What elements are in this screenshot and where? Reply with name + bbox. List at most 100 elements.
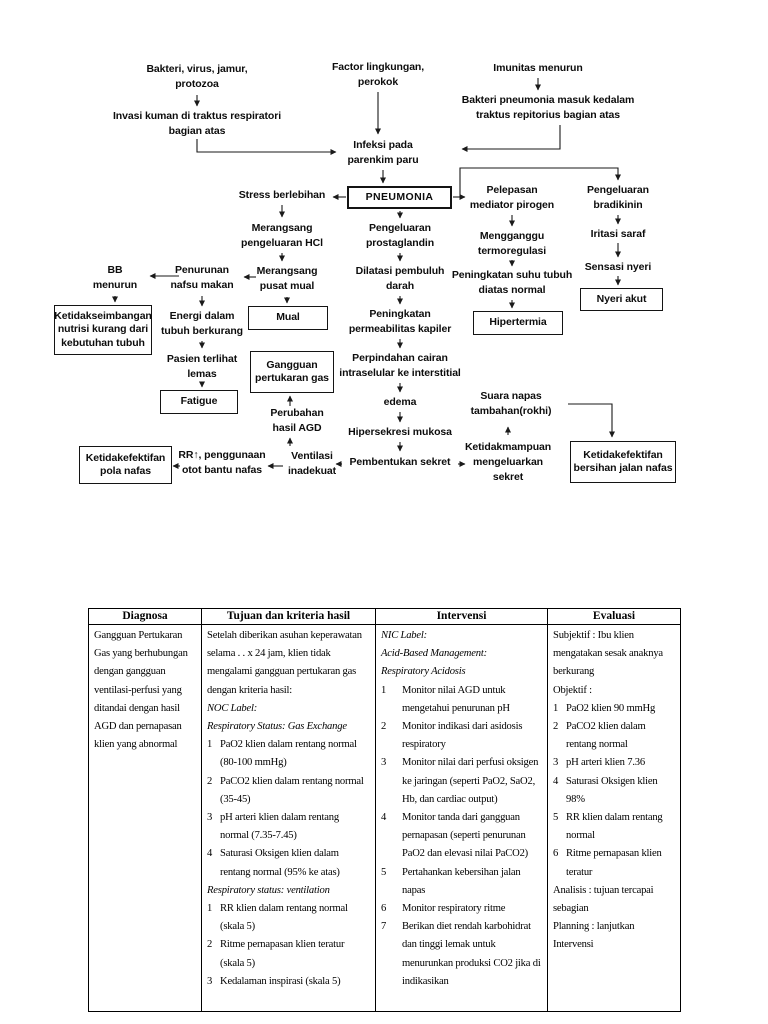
flow-node-extra-breath-sounds: Suara napas tambahan(rokhi) bbox=[470, 390, 552, 417]
flow-node-cannot-expel: Ketidakmampuan mengeluarkan sekret bbox=[464, 441, 552, 483]
table-cell-3: Subjektif : Ibu klien mengatakan sesak a… bbox=[548, 625, 680, 1011]
flow-node-mucosa: Hipersekresi mukosa bbox=[348, 426, 452, 438]
list-number: 1 bbox=[553, 702, 559, 714]
list-number: 2 bbox=[381, 721, 387, 733]
list-number: 4 bbox=[553, 775, 559, 787]
flow-node-acute-pain-dx: Nyeri akut bbox=[580, 288, 663, 311]
flow-node-breathing-pattern-dx: Ketidakefektifan pola nafas bbox=[79, 446, 172, 484]
flow-node-temp-rise: Peningkatan suhu tubuh diatas normal bbox=[451, 269, 573, 296]
flow-edge bbox=[568, 403, 615, 438]
flow-connectors bbox=[112, 78, 621, 469]
list-number: 5 bbox=[381, 866, 387, 878]
list-item: 3 Kedalaman inspirasi (skala 5) bbox=[207, 973, 370, 991]
flow-node-rr-accessory: RR↑, penggunaan otot bantu nafas bbox=[178, 449, 266, 476]
list-text: PaCO2 klien dalam rentang normal bbox=[566, 721, 646, 751]
table-header-row: Diagnosa Tujuan dan kriteria hasil Inter… bbox=[89, 609, 680, 625]
flow-node-gas-exchange-dx: Gangguan pertukaran gas bbox=[250, 351, 334, 393]
list-item: 1 PaO2 klien dalam rentang normal (80-100… bbox=[207, 736, 370, 772]
list-text: pH arteri klien 7.36 bbox=[566, 757, 645, 769]
paragraph: Subjektif : Ibu klien mengatakan sesak a… bbox=[553, 630, 663, 678]
list-item: 3 Monitor nilai dari perfusi oksigen ke j… bbox=[381, 754, 542, 809]
table-header-evaluasi: Evaluasi bbox=[592, 610, 636, 622]
list-text: RR klien dalam rentang normal (skala 5) bbox=[220, 903, 348, 933]
list-item: 1 Monitor nilai AGD untuk mengetahui penu… bbox=[381, 682, 542, 718]
flow-node-pneumonia: PNEUMONIA bbox=[347, 186, 452, 209]
flow-edge bbox=[196, 139, 337, 155]
label-italic: Respiratory status: ventilation bbox=[207, 884, 330, 896]
list-number: 6 bbox=[381, 903, 387, 915]
table-header-intervensi: Intervensi bbox=[376, 609, 548, 624]
paragraph: Objektif : bbox=[553, 684, 592, 696]
flow-node-bradykinin: Pengeluaran bradikinin bbox=[587, 184, 649, 211]
paragraph: Analisis : tujuan tercapai sebagian bbox=[553, 884, 654, 915]
list-text: Ritme pernapasan klien teratur (skala 5) bbox=[220, 939, 345, 969]
list-item: 2 PaCO2 klien dalam rentang normal (35-45… bbox=[207, 773, 370, 809]
list-item: 1 RR klien dalam rentang normal (skala 5) bbox=[207, 900, 370, 936]
list-text: pH arteri klien dalam rentang normal (7.… bbox=[220, 812, 339, 842]
flow-node-hcl: Merangsang pengeluaran HCl bbox=[241, 222, 323, 249]
flow-node-nerve-irritation: Iritasi saraf bbox=[590, 228, 646, 240]
table-body-row: Gangguan Pertukaran Gas yang berhubungan… bbox=[89, 625, 680, 1011]
list-number: 3 bbox=[207, 975, 213, 987]
flow-node-infection: Infeksi pada parenkim paru bbox=[347, 139, 419, 166]
list-number: 3 bbox=[207, 812, 213, 824]
list-number: 2 bbox=[207, 939, 213, 951]
list-number: 1 bbox=[207, 739, 213, 751]
list-item: 2 Ritme pernapasan klien teratur (skala 5… bbox=[207, 936, 370, 972]
list-text: Monitor tanda dari gangguan pernapasan (… bbox=[402, 812, 529, 860]
list-text: RR klien dalam rentang normal bbox=[566, 812, 663, 842]
flow-node-nausea-dx: Mual bbox=[248, 306, 328, 330]
table-cell-1: Setelah diberikan asuhan keperawatan sel… bbox=[202, 625, 376, 1011]
flow-node-nutrition-dx: Ketidakseimbangan nutrisi kurang dari ke… bbox=[54, 305, 152, 355]
flow-node-sputum: Pembentukan sekret bbox=[349, 456, 451, 468]
list-text: Monitor nilai AGD untuk mengetahui penur… bbox=[402, 684, 510, 714]
flow-node-pyrogen: Pelepasan mediator pirogen bbox=[469, 184, 555, 211]
table-cell-2: NIC Label:Acid-Based Management:Respirat… bbox=[376, 625, 548, 1011]
flow-node-fluid-shift: Perpindahan cairan intraselular ke inter… bbox=[339, 352, 461, 379]
table-header-diagnosa: Diagnosa bbox=[89, 609, 202, 624]
list-number: 1 bbox=[207, 903, 213, 915]
paragraph: Setelah diberikan asuhan keperawatan sel… bbox=[207, 630, 362, 696]
list-number: 2 bbox=[207, 775, 213, 787]
flow-node-immunity: Imunitas menurun bbox=[493, 62, 583, 74]
flow-edge bbox=[459, 167, 621, 197]
list-text: Berikan diet rendah karbohidrat dan ting… bbox=[402, 921, 541, 987]
list-number: 6 bbox=[553, 848, 559, 860]
list-text: Monitor nilai dari perfusi oksigen ke ja… bbox=[402, 757, 539, 805]
list-text: Saturasi Oksigen klien 98% bbox=[566, 775, 658, 805]
list-text: Kedalaman inspirasi (skala 5) bbox=[220, 975, 341, 987]
flow-node-pain-sensation: Sensasi nyeri bbox=[584, 261, 652, 273]
list-item: 4 Saturasi Oksigen klien 98% bbox=[553, 773, 675, 809]
list-text: PaO2 klien dalam rentang normal (80-100 … bbox=[220, 739, 357, 769]
flow-node-stress: Stress berlebihan bbox=[238, 189, 326, 201]
list-number: 1 bbox=[381, 684, 387, 696]
list-text: PaCO2 klien dalam rentang normal (35-45) bbox=[220, 775, 364, 805]
list-text: Monitor respiratory ritme bbox=[402, 903, 506, 915]
flow-node-prostaglandin: Pengeluaran prostaglandin bbox=[365, 222, 435, 249]
label-italic: NOC Label: bbox=[207, 702, 258, 714]
flow-node-airway-clearance-dx: Ketidakefektifan bersihan jalan nafas bbox=[570, 441, 676, 483]
flow-edge bbox=[461, 125, 561, 152]
flow-node-weak-patient: Pasien terlihat lemas bbox=[166, 353, 238, 380]
list-number: 3 bbox=[381, 757, 387, 769]
flow-node-inadequate-ventilation: Ventilasi inadekuat bbox=[287, 450, 337, 477]
flow-node-germs: Bakteri, virus, jamur, protozoa bbox=[146, 63, 248, 90]
list-item: 3 pH arteri klien dalam rentang normal (7… bbox=[207, 809, 370, 845]
label-italic: Respiratory Status: Gas Exchange bbox=[207, 721, 347, 733]
flow-node-hyperthermia-dx: Hipertermia bbox=[473, 311, 563, 335]
flow-node-edema: edema bbox=[383, 396, 417, 408]
paragraph: Gangguan Pertukaran Gas yang berhubungan… bbox=[94, 630, 188, 751]
flow-node-nausea-center: Merangsang pusat mual bbox=[256, 265, 318, 292]
flow-node-vasodilation: Dilatasi pembuluh darah bbox=[355, 265, 445, 292]
list-number: 7 bbox=[381, 921, 387, 933]
flow-node-agd-change: Perubahan hasil AGD bbox=[270, 407, 324, 434]
